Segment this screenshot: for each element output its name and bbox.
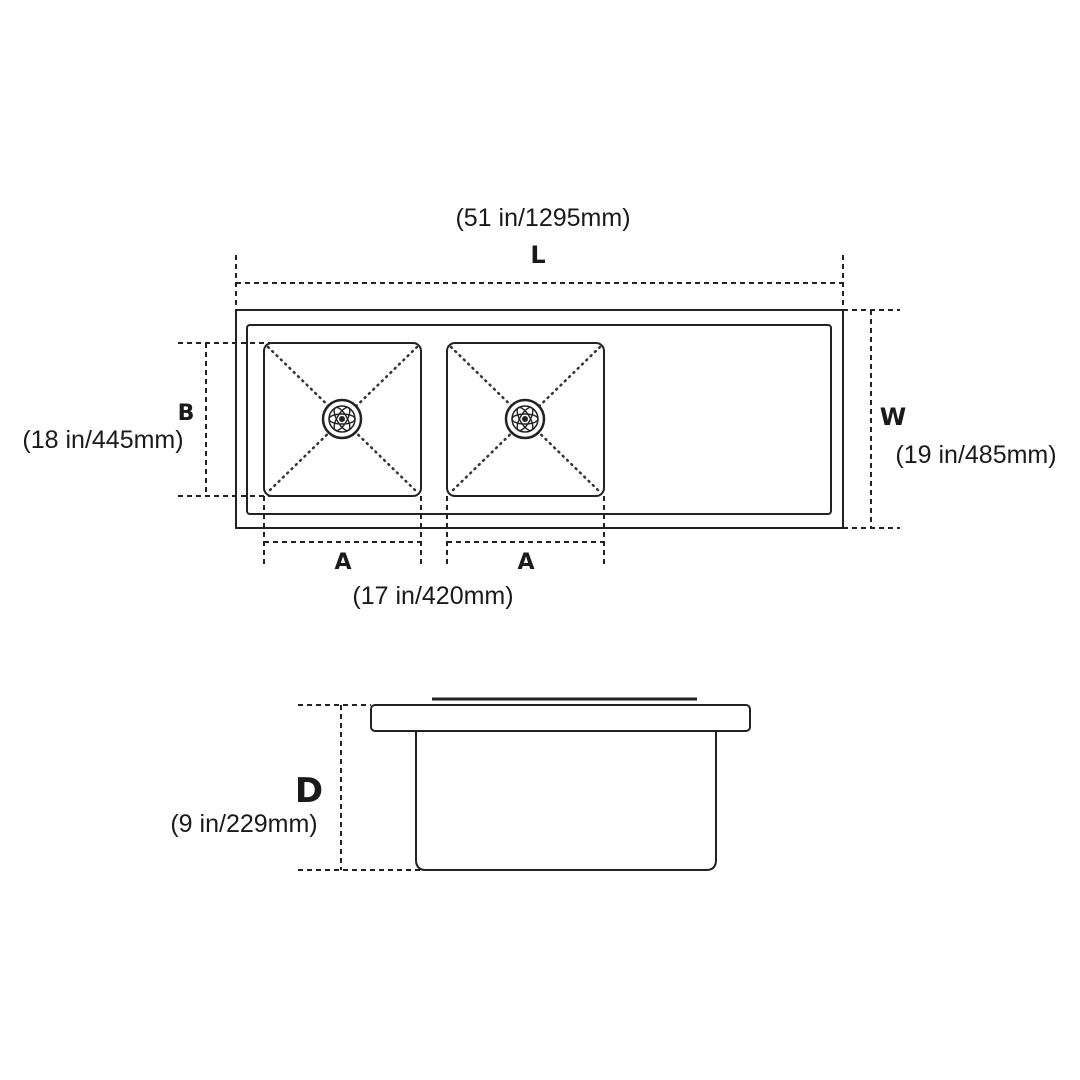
side-bowl [415, 731, 717, 871]
length-value: (51 in/1295mm) [455, 204, 630, 232]
bowl-width-dimension-left [263, 496, 422, 566]
drain-left-icon [321, 398, 363, 440]
bowl-depth-value: (18 in/445mm) [22, 426, 183, 454]
length-letter: L [530, 241, 545, 269]
sink-inner-edge [246, 324, 832, 515]
sink-outer-rim [235, 309, 844, 529]
bowl-width-letter-left: A [334, 550, 351, 575]
drain-right-icon [504, 398, 546, 440]
depth-letter: D [295, 771, 323, 811]
width-letter: W [880, 403, 906, 431]
bowl-width-dimension-right [446, 496, 605, 566]
side-view: D (9 in/229mm) [170, 697, 751, 871]
depth-dimension-line [298, 704, 455, 871]
bowl-depth-letter: B [178, 401, 195, 426]
bowl-depth-dimension-line [178, 342, 270, 497]
width-dimension-line [843, 309, 900, 529]
bowl-right [446, 342, 605, 497]
bowl-width-letter-right: A [517, 550, 534, 575]
depth-value: (9 in/229mm) [170, 810, 317, 838]
length-dimension-line [235, 255, 844, 310]
bowl-width-value: (17 in/420mm) [352, 582, 513, 610]
width-value: (19 in/485mm) [895, 441, 1056, 469]
side-rim [370, 704, 751, 732]
bowl-left [263, 342, 422, 497]
top-view: (51 in/1295mm) L [22, 204, 1056, 610]
